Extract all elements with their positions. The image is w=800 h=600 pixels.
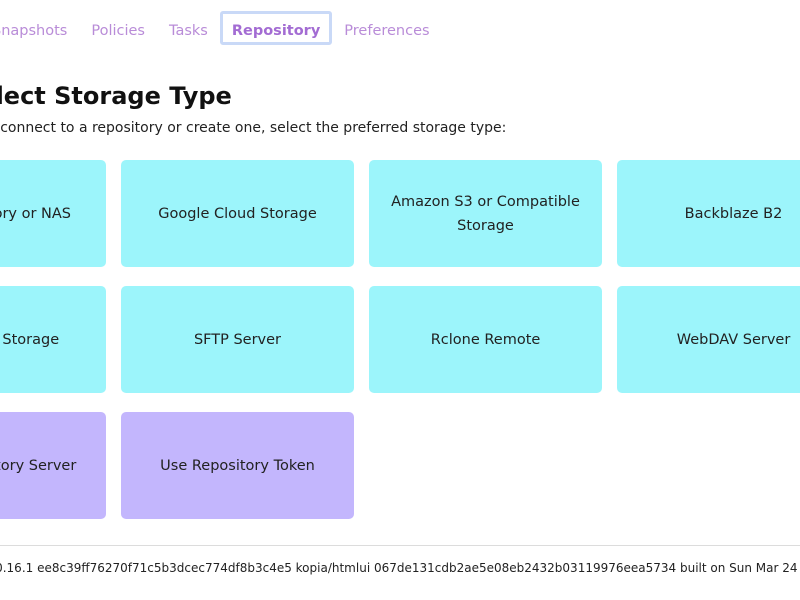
page-title: Select Storage Type — [0, 82, 232, 110]
storage-s3-button[interactable]: Amazon S3 or Compatible Storage — [369, 160, 602, 267]
main-nav: Snapshots Policies Tasks Repository Pref… — [0, 10, 442, 46]
version-footer: v0.16.1 ee8c39ff76270f71c5b3dcec774df8b3… — [0, 561, 800, 575]
tab-tasks[interactable]: Tasks — [168, 23, 208, 39]
tab-preferences[interactable]: Preferences — [344, 23, 430, 39]
storage-local-directory-button[interactable]: Local Directory or NAS — [0, 160, 106, 267]
tab-repository[interactable]: Repository — [219, 11, 333, 45]
tab-policies[interactable]: Policies — [91, 23, 145, 39]
storage-sftp-button[interactable]: SFTP Server — [121, 286, 354, 393]
storage-rclone-button[interactable]: Rclone Remote — [369, 286, 602, 393]
storage-b2-button[interactable]: Backblaze B2 — [617, 160, 800, 267]
storage-gcs-button[interactable]: Google Cloud Storage — [121, 160, 354, 267]
footer-divider — [0, 545, 800, 546]
storage-azure-button[interactable]: Azure Blob Storage — [0, 286, 106, 393]
storage-webdav-button[interactable]: WebDAV Server — [617, 286, 800, 393]
repository-token-button[interactable]: Use Repository Token — [121, 412, 354, 519]
storage-type-grid: Local Directory or NAS Google Cloud Stor… — [0, 160, 800, 519]
instructions-text: To connect to a repository or create one… — [0, 120, 507, 136]
repository-server-button[interactable]: Kopia Repository Server — [0, 412, 106, 519]
tab-snapshots[interactable]: Snapshots — [0, 23, 68, 39]
